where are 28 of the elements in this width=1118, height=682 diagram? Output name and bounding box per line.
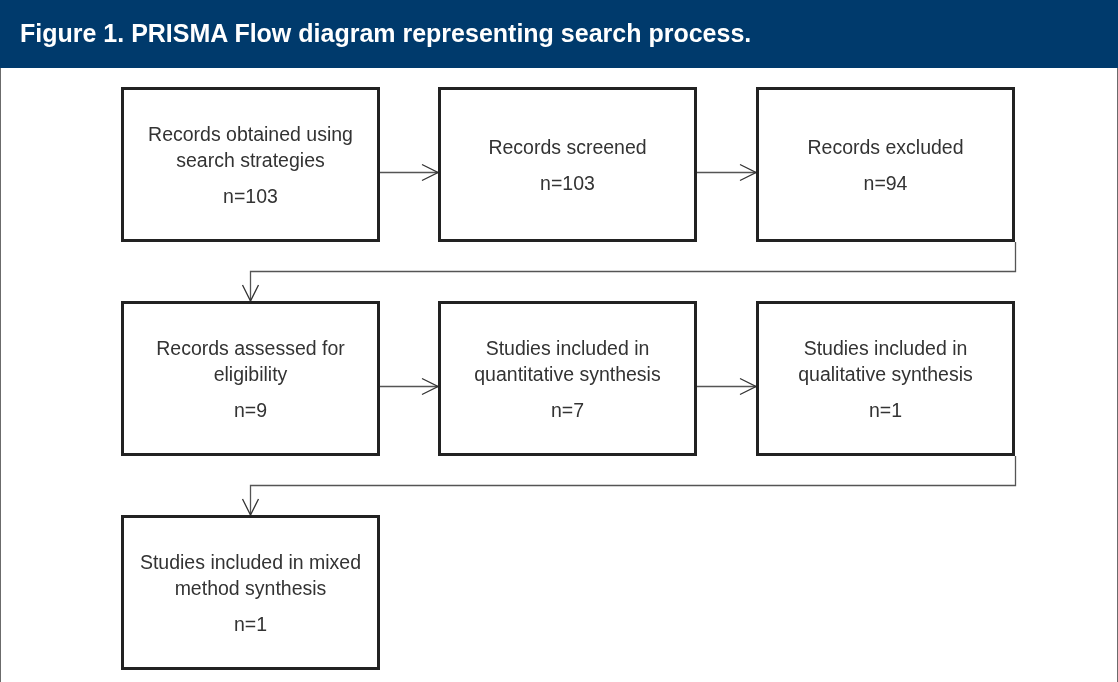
process-box [121,515,380,670]
box-label: Records excluded [807,134,964,160]
box-label: Studies included in quantitative synthesis [473,335,662,387]
count-label: n=103 [540,170,595,196]
box-label: Records assessed for eligibility [155,335,346,387]
count-label: n=7 [550,397,585,423]
box-label: Records screened [488,134,647,160]
count-label: n=1 [868,397,903,423]
box-label: Records obtained using search strategies [147,121,354,173]
count-label: n=9 [233,397,268,423]
box-label: Studies included in mixed method synthesis [138,549,363,601]
arrow [379,163,439,182]
arrow [696,377,757,396]
count-label: n=94 [863,170,908,196]
arrow [241,455,1017,516]
process-box [121,87,380,242]
process-box [438,301,697,456]
count-label: n=103 [223,183,278,209]
process-box [756,87,1015,242]
process-box [756,301,1015,456]
process-box [121,301,380,456]
arrow [241,241,1017,302]
arrow [379,377,439,396]
process-box [438,87,697,242]
arrow [696,163,757,182]
count-label: n=1 [233,611,268,637]
title-bar: Figure 1. PRISMA Flow diagram representing search process. [0,0,1118,68]
box-label: Studies included in qualitative synthesis [797,335,974,387]
